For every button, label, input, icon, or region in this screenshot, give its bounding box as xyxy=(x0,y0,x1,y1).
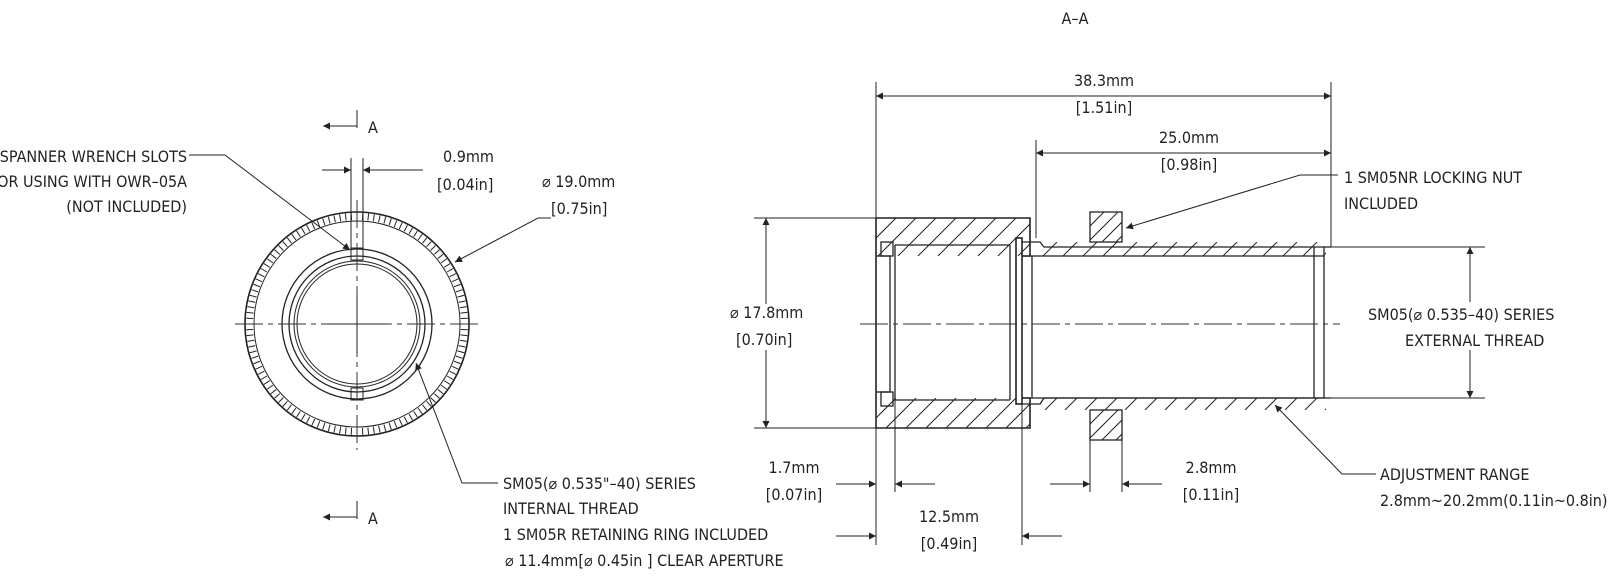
lip-thickness-in: [0.07in] xyxy=(766,485,822,504)
svg-text:SPANNER WRENCH SLOTS: SPANNER WRENCH SLOTS xyxy=(0,147,187,166)
housing-diameter-in: [0.70in] xyxy=(736,330,792,349)
outer-diameter-note: ⌀ 19.0mm [0.75in] xyxy=(454,172,615,263)
housing-hatching xyxy=(876,218,1030,256)
tube-hatching-bottom xyxy=(1037,398,1326,410)
threaded-tube xyxy=(1015,237,1331,405)
svg-text:INTERNAL THREAD: INTERNAL THREAD xyxy=(503,499,639,518)
front-view: A A 0.9mm [0.04in] SPANNER WRENCH SLOTS … xyxy=(0,110,784,570)
overall-length-dimension: 38.3mm [1.51in] xyxy=(875,71,1332,247)
external-thread-dimension: SM05(⌀ 0.535–40) SERIES EXTERNAL THREAD xyxy=(1331,246,1554,399)
housing-diameter-dimension: ⌀ 17.8mm [0.70in] xyxy=(730,217,876,429)
housing-length-in: [0.49in] xyxy=(921,534,977,553)
overall-length-mm: 38.3mm xyxy=(1074,71,1134,90)
outer-diameter-mm: ⌀ 19.0mm xyxy=(542,172,615,191)
svg-text:INCLUDED: INCLUDED xyxy=(1344,194,1418,213)
front-centerlines xyxy=(235,200,480,450)
svg-text:2.8mm~20.2mm(0.11in~0.8in): 2.8mm~20.2mm(0.11in~0.8in) xyxy=(1380,491,1608,510)
section-mark-bottom: A xyxy=(323,501,378,528)
housing-length-mm: 12.5mm xyxy=(919,507,979,526)
svg-text:A: A xyxy=(368,509,378,528)
housing-length-dimension: 12.5mm [0.49in] xyxy=(836,404,1062,553)
lip-thickness-dimension: 1.7mm [0.07in] xyxy=(766,400,935,545)
slot-width-mm: 0.9mm xyxy=(443,147,494,166)
nut-width-in: [0.11in] xyxy=(1183,485,1239,504)
adjustment-range-note: ADJUSTMENT RANGE 2.8mm~20.2mm(0.11in~0.8… xyxy=(1274,404,1608,510)
nut-hatching xyxy=(1090,212,1122,242)
section-view: 38.3mm [1.51in] 25.0mm [0.98in] 1 SM05NR… xyxy=(730,71,1608,553)
slot-width-in: [0.04in] xyxy=(437,175,493,194)
svg-text:⌀ 11.4mm[⌀ 0.45in ] CLEAR APER: ⌀ 11.4mm[⌀ 0.45in ] CLEAR APERTURE xyxy=(505,551,784,570)
tube-hatching xyxy=(1037,242,1326,256)
svg-text:SM05(⌀ 0.535"–40) SERIES: SM05(⌀ 0.535"–40) SERIES xyxy=(503,474,696,493)
svg-text:FOR USING WITH OWR–05A: FOR USING WITH OWR–05A xyxy=(0,172,187,191)
svg-text:SM05(⌀ 0.535–40) SERIES: SM05(⌀ 0.535–40) SERIES xyxy=(1368,305,1554,324)
lip-thickness-mm: 1.7mm xyxy=(769,458,820,477)
internal-thread-note: SM05(⌀ 0.535"–40) SERIES INTERNAL THREAD… xyxy=(415,362,784,570)
locking-nut-note: 1 SM05NR LOCKING NUT INCLUDED xyxy=(1125,168,1522,230)
housing-diameter-mm: ⌀ 17.8mm xyxy=(730,303,803,322)
section-title: A–A xyxy=(1062,9,1089,28)
tube-length-in: [0.98in] xyxy=(1161,155,1217,174)
nut-hatching-bottom xyxy=(1090,410,1122,440)
outer-diameter-in: [0.75in] xyxy=(551,199,607,218)
tube-length-dimension: 25.0mm [0.98in] xyxy=(1035,128,1331,238)
overall-length-in: [1.51in] xyxy=(1076,98,1132,117)
svg-text:(NOT INCLUDED): (NOT INCLUDED) xyxy=(66,197,187,216)
nut-width-dimension: 2.8mm [0.11in] xyxy=(1050,440,1239,504)
housing-hatching-bottom xyxy=(876,398,1030,428)
svg-text:EXTERNAL THREAD: EXTERNAL THREAD xyxy=(1405,331,1544,350)
svg-text:A: A xyxy=(368,118,378,137)
svg-text:ADJUSTMENT RANGE: ADJUSTMENT RANGE xyxy=(1380,465,1530,484)
nut-width-mm: 2.8mm xyxy=(1186,458,1237,477)
svg-text:1 SM05R RETAINING RING INCLUDE: 1 SM05R RETAINING RING INCLUDED xyxy=(503,525,768,544)
section-mark-top: A xyxy=(323,110,378,137)
svg-text:1 SM05NR LOCKING NUT: 1 SM05NR LOCKING NUT xyxy=(1344,168,1522,187)
housing-outline xyxy=(875,217,1031,429)
tube-length-mm: 25.0mm xyxy=(1159,128,1219,147)
locking-nut xyxy=(1089,211,1123,441)
spanner-slots-note: SPANNER WRENCH SLOTS FOR USING WITH OWR–… xyxy=(0,147,351,251)
slot-width-dimension: 0.9mm [0.04in] xyxy=(322,147,494,248)
